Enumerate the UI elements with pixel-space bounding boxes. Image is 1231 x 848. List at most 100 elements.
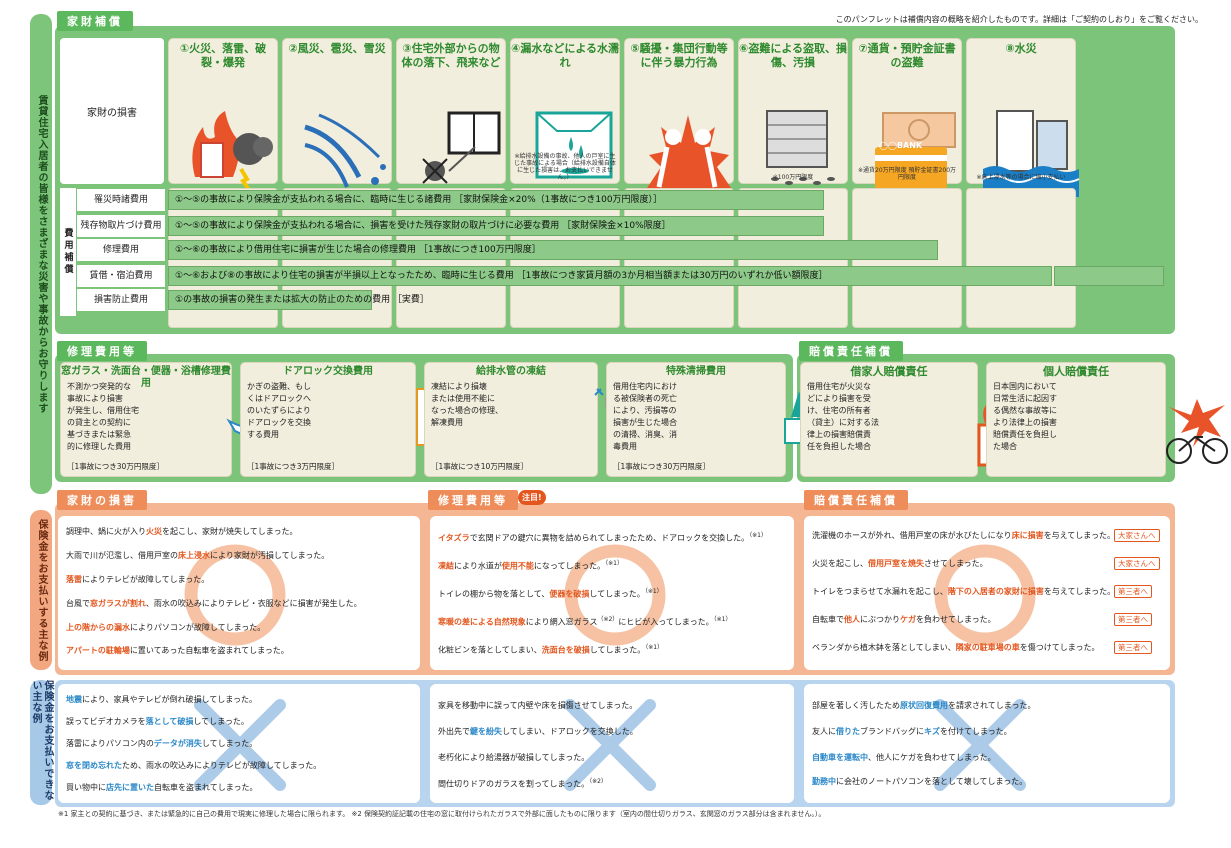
highlight-text: イタズラ: [438, 533, 470, 543]
plain-text: （※1）: [749, 532, 767, 539]
side-label-paid: 保険金をお支払いする主な例: [30, 510, 52, 670]
plain-text: （※1）: [645, 644, 664, 651]
plain-text: 友人に: [812, 727, 836, 736]
body-line: くはドアロックへ: [247, 394, 311, 403]
highlight-text: 地震: [66, 695, 82, 704]
liability-card-body: 日本国内において日常生活に起因する偶然な事故等により法律上の損害賠償責任を負担し…: [993, 381, 1057, 453]
notpaid-example: 老朽化により給湯器が破損してしまった。: [438, 752, 589, 763]
body-line: により、汚損等の: [613, 406, 677, 415]
hazard-title: ⑦通貨・預貯金証書の盗難: [858, 42, 956, 69]
cost-row-label: 修理費用: [77, 239, 165, 261]
highlight-text: 借用戸室を焼失: [868, 559, 924, 568]
body-line: 凍結により損壊: [431, 382, 487, 391]
hazard-card: ⑧水災※床上浸水等の場合に縮小支払い: [966, 38, 1080, 197]
highlight-text: 階下の入居者の家財に損害: [947, 587, 1044, 596]
paid-example: 火災を起こし、借用戸室を焼失させてしまった。: [812, 558, 988, 569]
highlight-text: 床に損害: [1011, 531, 1044, 540]
body-line: 借用住宅が火災な: [807, 382, 871, 391]
repair-card-body: かぎの盗難、もしくはドアロックへのいたずらによりドアロックを交換する費用: [247, 381, 311, 441]
plain-text: してしまった。: [201, 739, 258, 748]
plain-text: で玄関ドアの鍵穴に異物を詰められてしまったため、ドアロックを交換した。: [469, 533, 750, 543]
liability-card-body: 借用住宅が火災などにより損害を受け、住宅の所有者（貸主）に対する法律上の損害賠償…: [807, 381, 879, 453]
paid-example: 調理中、鍋に火が入り火災を起こし、家財が焼失してしまった。: [66, 526, 297, 537]
body-line: どにより損害を受: [807, 394, 871, 403]
hazard-title: ⑤騒擾・集団行動等に伴う暴力行為: [630, 42, 728, 69]
plain-text: により水道が: [454, 561, 502, 571]
plain-text: 外出先で: [438, 727, 470, 736]
paid-col3-tag: 賠償責任補償: [804, 490, 908, 510]
body-line: け、住宅の所有者: [807, 406, 871, 415]
body-line: より法律上の損害: [993, 418, 1057, 427]
notpaid-example: 外出先で鍵を紛失してしまい、ドアロックを交換した。: [438, 726, 638, 737]
highlight-text: 洗面台を破損: [541, 645, 590, 655]
hazard-note: ※通貨20万円限度 預貯金証書200万円限度: [857, 167, 957, 181]
plain-text: を与えてしまった。: [1043, 587, 1116, 596]
highlight-text: キズ: [924, 727, 940, 736]
cross-mark-1: [194, 699, 286, 791]
hazard-card: ⑥盗難による盗取、損傷、汚損※100万円限度: [738, 38, 848, 185]
cost-row-label: 罹災時諸費用: [77, 189, 165, 211]
paid-example: 上の階からの漏水によりパソコンが故障してしまった。: [66, 622, 265, 633]
recipient-tag: 大家さんへ: [1114, 529, 1160, 542]
highlight-text: 上の階からの漏水: [66, 623, 130, 632]
repair-card-body: 凍結により損壊または使用不能になった場合の修理、解凍費用: [431, 381, 503, 429]
repair-card: ドアロック交換費用かぎの盗難、もしくはドアロックへのいたずらによりドアロックを交…: [240, 362, 465, 477]
repair-card: 給排水管の凍結凍結により損壊または使用不能になった場合の修理、解凍費用［1事故に…: [424, 362, 653, 477]
highlight-text: ケガ: [900, 615, 916, 624]
highlight-text: 隣家の駐車場の車: [955, 643, 1020, 652]
notpaid-example: 間仕切りドアのガラスを割ってしまった。（※2）: [438, 776, 607, 790]
bank-label: ◯◯BANK: [879, 141, 923, 150]
highlight-text: 便器を破損: [549, 589, 590, 599]
highlight-text: 店先に置いた: [106, 783, 154, 792]
paid-example: 落雷によりテレビが故障してしまった。: [66, 574, 209, 585]
hazard-card: ①火災、落雷、破裂・爆発: [168, 38, 278, 195]
plain-text: 自転車で: [812, 615, 844, 624]
highlight-text: 自動車を運転中: [812, 753, 868, 762]
hazard-note: ※床上浸水等の場合に縮小支払い: [976, 174, 1066, 181]
repair-card-limit: ［1事故につき30万円限度］: [613, 462, 710, 471]
plain-text: によりテレビが故障してしまった。: [82, 575, 210, 584]
paid-example: 自転車で他人にぶつかりケガを負わせてしまった。: [812, 614, 996, 625]
hazard-title: ①火災、落雷、破裂・爆発: [179, 42, 267, 69]
hazard-card: ⑤騒擾・集団行動等に伴う暴力行為: [624, 38, 734, 191]
plain-text: 台風で: [66, 599, 90, 608]
circle-mark-1: [184, 544, 286, 646]
body-line: た場合: [993, 442, 1017, 451]
highlight-text: 他人: [844, 615, 860, 624]
body-line: 賠償責任を負担し: [993, 430, 1057, 439]
plain-text: 買い物中に: [66, 783, 106, 792]
repair-card-body: 不測かつ突発的な事故により損害が発生し、借用住宅の貸主との契約に基づきまたは緊急…: [67, 381, 139, 453]
cost-row-band: ①～⑥の事故により借用住宅に損害が生じた場合の修理費用 ［1事故につき100万円…: [168, 240, 938, 260]
highlight-text: 落として破損: [145, 717, 194, 726]
plain-text: を負わせてしまった。: [916, 615, 996, 624]
body-line: 借用住宅内におけ: [613, 382, 677, 391]
disclaimer: このパンフレットは補償内容の概略を紹介したものです。詳細は「ご契約のしおり」をご…: [835, 15, 1203, 24]
notpaid-example: 部屋を著しく汚したため原状回復費用を請求されてしまった。: [812, 700, 1035, 711]
paid-example: トイレをつまらせて水漏れを起こし、階下の入居者の家財に損害を与えてしまった。: [812, 586, 1115, 597]
plain-text: を傷つけてしまった。: [1019, 643, 1100, 652]
body-line: ドアロックを交換: [247, 418, 311, 427]
hazard-title: ④漏水などによる水濡れ: [511, 42, 619, 69]
hazard-title: ②風災、雹災、雪災: [288, 42, 386, 55]
plain-text: を起こし、家財が焼失してしまった。: [162, 527, 298, 536]
body-line: 解凍費用: [431, 418, 463, 427]
cost-row-label: 賃借・宿泊費用: [77, 265, 165, 287]
repair-card: 窓ガラス・洗面台・便器・浴槽修理費用不測かつ突発的な事故により損害が発生し、借用…: [60, 362, 292, 477]
repair-card-title: 給排水管の凍結: [476, 366, 546, 377]
paid-example: 化粧ビンを落としてしまい、洗面台を破損してしまった。（※1）: [438, 642, 663, 656]
hazard-note: ※100万円限度: [772, 174, 814, 181]
body-line: が発生し、借用住宅: [67, 406, 139, 415]
paid-example: ベランダから植木鉢を落としてしまい、隣家の駐車場の車を傷つけてしまった。: [812, 642, 1099, 653]
paid-col1-tag: 家財の損害: [57, 490, 147, 510]
liability-card-title: 借家人賠償責任: [850, 365, 928, 378]
plain-text: になってしまった。: [533, 561, 606, 571]
highlight-text: 寒暖の差による自然現象: [438, 617, 526, 627]
plain-text: を請求されてしまった。: [948, 701, 1036, 710]
plain-text: ブランドバッグに: [860, 727, 924, 736]
paid-example: イタズラで玄関ドアの鍵穴に異物を詰められてしまったため、ドアロックを交換した。（…: [438, 530, 767, 544]
notpaid-example: 勤務中に会社のノートパソコンを落として壊してしまった。: [812, 776, 1027, 787]
plain-text: してしまった。: [589, 589, 645, 599]
plain-text: 、他人にケガを負わせてしまった。: [868, 753, 996, 762]
kazai-row-label: 家財の損害: [60, 38, 164, 184]
plain-text: ベランダから植木鉢を落としてしまい、: [812, 643, 956, 652]
